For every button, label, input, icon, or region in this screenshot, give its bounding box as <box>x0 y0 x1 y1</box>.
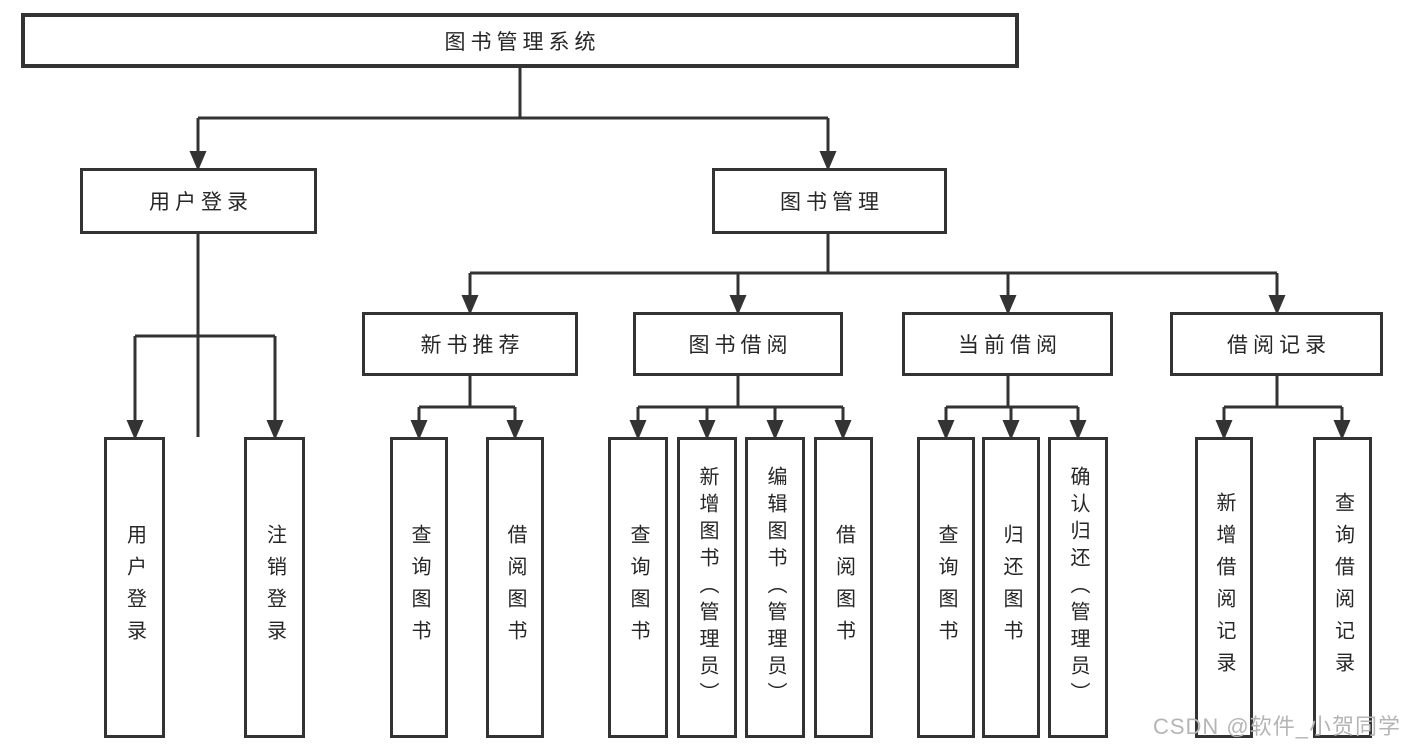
node-label: 借阅图书 <box>832 523 855 652</box>
connector-borrowrecord-to-children <box>1222 376 1344 437</box>
node-label: 用户登录 <box>123 523 146 652</box>
node-label: 查询借阅记录 <box>1331 491 1354 684</box>
node-label: 新增借阅记录 <box>1213 491 1235 684</box>
connector-currentborrow-to-children <box>944 376 1080 437</box>
node-label: 注销登录 <box>263 523 286 652</box>
node-label: 当前借阅 <box>958 334 1062 357</box>
node-label: 用户登录 <box>149 191 253 214</box>
node-book-management: 图书管理 <box>712 168 947 234</box>
leaf-borrow-add-admin: 新增图书（管理员） <box>677 437 737 738</box>
leaf-newbook-borrow: 借阅图书 <box>486 437 544 738</box>
connector-bookmgmt-to-level3 <box>468 234 1279 312</box>
connector-newbook-to-children <box>417 376 517 437</box>
node-root-system: 图书管理系统 <box>21 13 1019 68</box>
node-label: 图书借阅 <box>688 334 793 357</box>
leaf-user-login: 用户登录 <box>104 437 165 738</box>
node-current-borrow: 当前借阅 <box>902 312 1113 376</box>
leaf-record-add: 新增借阅记录 <box>1195 437 1253 738</box>
leaf-borrow-borrow: 借阅图书 <box>814 437 873 738</box>
csdn-watermark: CSDN @软件_小贺同学 <box>1152 714 1401 739</box>
node-borrow-record: 借阅记录 <box>1170 312 1383 376</box>
leaf-newbook-query: 查询图书 <box>390 437 448 738</box>
leaf-current-confirm-admin: 确认归还（管理员） <box>1048 437 1108 738</box>
connector-userlogin-to-children <box>133 234 277 437</box>
leaf-logout: 注销登录 <box>244 437 305 738</box>
leaf-record-query: 查询借阅记录 <box>1313 437 1372 738</box>
node-label: 确认归还（管理员） <box>1067 466 1089 709</box>
node-label: 新增图书（管理员） <box>696 466 718 709</box>
node-label: 借阅图书 <box>504 523 526 652</box>
node-label: 图书管理 <box>780 191 884 214</box>
connector-root-to-level2 <box>196 67 830 437</box>
node-new-book-recommend: 新书推荐 <box>362 312 578 376</box>
node-label: 归还图书 <box>1000 523 1022 652</box>
node-label: 查询图书 <box>627 523 649 652</box>
node-label: 查询图书 <box>935 523 957 652</box>
node-label: 查询图书 <box>408 523 430 652</box>
node-user-login: 用户登录 <box>80 168 317 234</box>
node-book-borrow: 图书借阅 <box>633 312 843 376</box>
leaf-current-query: 查询图书 <box>917 437 975 738</box>
node-label: 借阅记录 <box>1227 334 1331 357</box>
node-label: 图书管理系统 <box>444 30 601 54</box>
connector-bookborrow-to-children <box>636 376 845 437</box>
node-label: 编辑图书（管理员） <box>764 466 786 709</box>
leaf-borrow-query: 查询图书 <box>608 437 668 738</box>
node-label: 新书推荐 <box>420 334 525 357</box>
leaf-borrow-edit-admin: 编辑图书（管理员） <box>745 437 805 738</box>
leaf-current-return: 归还图书 <box>982 437 1040 738</box>
